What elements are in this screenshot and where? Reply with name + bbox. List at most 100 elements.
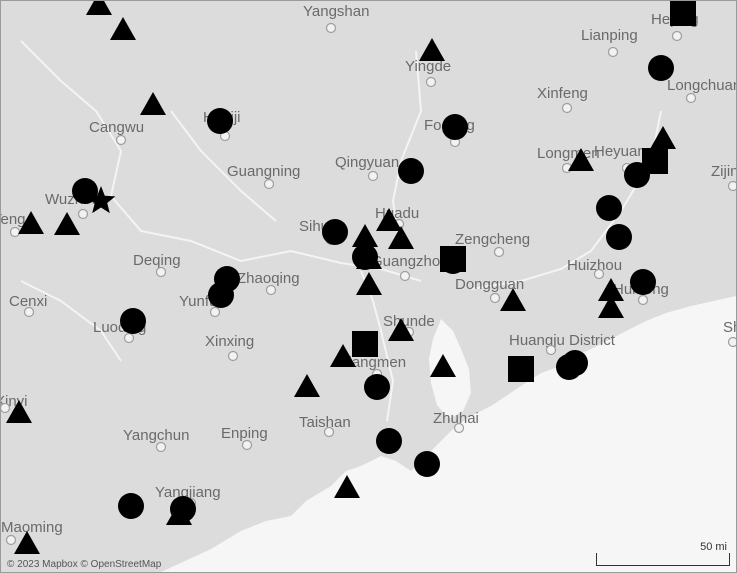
city-label: Longchuan [667, 77, 736, 94]
city-taishan: Taishan [299, 414, 351, 438]
triangle-marker[interactable] [598, 295, 624, 318]
square-marker[interactable] [670, 1, 696, 26]
circle-marker[interactable] [208, 282, 234, 308]
circle-marker[interactable] [398, 158, 424, 184]
circle-marker[interactable] [118, 493, 144, 519]
city-label: Teng [1, 211, 26, 228]
city-label: Zhuhai [433, 410, 479, 427]
city-label: Huizhou [567, 257, 622, 274]
triangle-marker[interactable] [568, 148, 594, 171]
triangle-marker[interactable] [14, 531, 40, 554]
circle-marker[interactable] [322, 219, 348, 245]
sea-area [161, 296, 736, 572]
triangle-marker[interactable] [18, 211, 44, 234]
city-longchuan: Longchuan [667, 77, 736, 104]
circle-marker[interactable] [630, 269, 656, 295]
circle-marker[interactable] [556, 354, 582, 380]
circle-marker[interactable] [596, 195, 622, 221]
city-label: Guangning [227, 163, 300, 180]
city-xinfeng: Xinfeng [537, 85, 588, 114]
city-dot [323, 426, 335, 438]
city-dot [155, 441, 167, 453]
city-dot [671, 30, 683, 42]
triangle-marker[interactable] [388, 226, 414, 249]
city-dot [1, 402, 11, 414]
square-marker[interactable] [440, 246, 466, 272]
triangle-marker[interactable] [352, 224, 378, 247]
triangle-marker[interactable] [500, 288, 526, 311]
city-shanwei: Shanwei [723, 319, 736, 348]
city-dot [227, 350, 239, 362]
triangle-marker[interactable] [376, 208, 402, 231]
triangle-marker[interactable] [294, 374, 320, 397]
city-zhaoqing: Zhaoqing [237, 270, 300, 296]
circle-marker[interactable] [606, 224, 632, 250]
triangle-marker[interactable] [388, 318, 414, 341]
city-dot [561, 102, 573, 114]
city-xinxing: Xinxing [205, 333, 254, 362]
city-huizhou: Huizhou [567, 257, 622, 280]
triangle-marker[interactable] [356, 272, 382, 295]
triangle-marker[interactable] [430, 354, 456, 377]
city-dot [325, 22, 337, 34]
city-dot [115, 134, 127, 146]
city-lianping: Lianping [581, 27, 638, 58]
circle-marker[interactable] [352, 244, 378, 270]
circle-marker[interactable] [442, 114, 468, 140]
city-label: Qingyuan [335, 154, 399, 171]
city-label: Yangshan [303, 3, 369, 20]
triangle-marker[interactable] [110, 17, 136, 40]
city-dot [593, 268, 605, 280]
city-huangju-district: Huangju District [509, 332, 616, 356]
triangle-marker[interactable] [419, 38, 445, 61]
city-label: Maoming [1, 519, 63, 536]
city-label: Xinfeng [537, 85, 588, 102]
city-dot [263, 178, 275, 190]
square-marker[interactable] [642, 148, 668, 174]
city-deqing: Deqing [133, 252, 181, 278]
city-label: Yunfu [179, 293, 217, 310]
triangle-marker[interactable] [598, 278, 624, 301]
city-dot [77, 208, 89, 220]
city-dongguan: Dongguan [455, 276, 524, 304]
city-teng: Teng [1, 211, 26, 238]
city-yangchun: Yangchun [123, 427, 189, 453]
city-enping: Enping [221, 425, 268, 451]
city-dot [637, 294, 649, 306]
circle-marker[interactable] [414, 451, 440, 477]
city-dot [727, 336, 736, 348]
circle-marker[interactable] [120, 308, 146, 334]
city-dot [265, 284, 277, 296]
triangle-marker[interactable] [650, 126, 676, 149]
city-yangshan: Yangshan [303, 3, 369, 34]
circle-marker[interactable] [170, 496, 196, 522]
city-label: Zengcheng [455, 231, 530, 248]
city-dot [209, 306, 221, 318]
square-marker[interactable] [352, 331, 378, 357]
triangle-marker[interactable] [6, 400, 32, 423]
city-qingyuan: Qingyuan [335, 154, 399, 182]
circle-marker[interactable] [364, 374, 390, 400]
circle-marker[interactable] [376, 428, 402, 454]
city-label: Cangwu [89, 119, 144, 136]
star-marker[interactable] [86, 186, 116, 214]
city-label: Huangju District [509, 332, 616, 349]
triangle-marker[interactable] [330, 344, 356, 367]
circle-marker[interactable] [207, 108, 233, 134]
triangle-marker[interactable] [54, 212, 80, 235]
city-label: Enping [221, 425, 268, 442]
triangle-marker[interactable] [140, 92, 166, 115]
triangle-marker[interactable] [334, 475, 360, 498]
city-label: Xinxing [205, 333, 254, 350]
city-label: Shunde [383, 313, 435, 330]
city-label: Guangzhou [371, 253, 449, 270]
map-attribution[interactable]: © 2023 Mapbox © OpenStreetMap [7, 559, 162, 570]
city-label: Cenxi [9, 293, 47, 310]
city-dot [727, 180, 736, 192]
city-dot [685, 92, 697, 104]
square-marker[interactable] [508, 356, 534, 382]
triangle-marker[interactable] [86, 1, 112, 15]
circle-marker[interactable] [648, 55, 674, 81]
